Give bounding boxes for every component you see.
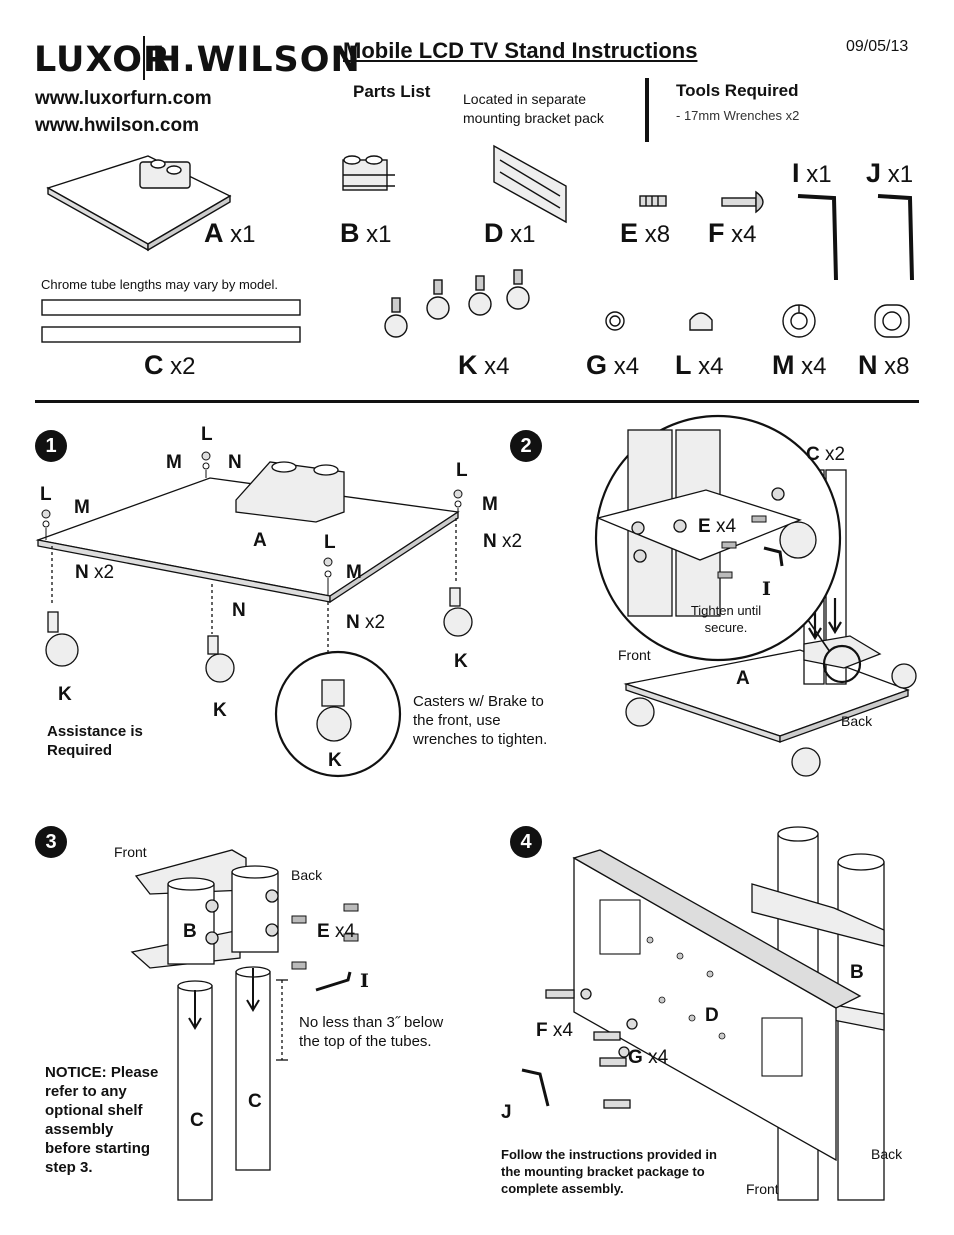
part-label-b: B x1	[340, 218, 392, 248]
step1-label-m-right: M	[482, 494, 498, 515]
step2-label-i: I	[762, 578, 771, 600]
part-l-cap-nut	[689, 312, 713, 331]
step-3-badge: 3	[35, 826, 67, 858]
tighten-note: Tighten until secure.	[690, 603, 762, 635]
bracket-pack-note: Located in separate mounting bracket pac…	[463, 91, 604, 126]
step2-label-e: E x4	[698, 516, 737, 538]
section-divider	[35, 400, 919, 403]
chrome-tube-note: Chrome tube lengths may vary by model.	[41, 277, 278, 292]
document-date: 09/05/13	[846, 38, 909, 55]
part-g-washer	[605, 311, 625, 331]
step4-label-f: F x4	[536, 1020, 573, 1041]
step3-front-label: Front	[114, 844, 147, 860]
part-k-casters	[384, 269, 530, 338]
step-2-badge: 2	[510, 430, 542, 462]
part-n-washer	[874, 304, 910, 338]
step1-label-m-top: M	[166, 452, 182, 473]
part-label-i: I x1	[792, 158, 832, 188]
part-label-g: G x4	[586, 350, 640, 380]
step4-label-d: D	[705, 1005, 719, 1026]
part-d-bracket	[493, 144, 567, 224]
step1-label-k-mid: K	[213, 700, 227, 721]
step3-label-c-left: C	[190, 1110, 204, 1131]
step3-label-i: I	[360, 970, 369, 992]
parts-list-heading: Parts List	[353, 82, 431, 101]
tools-item: - 17mm Wrenches x2	[676, 108, 800, 123]
part-c-tube-2	[41, 326, 301, 343]
step1-label-m-left: M	[74, 497, 90, 518]
step1-label-n-mid: N	[232, 600, 246, 621]
step1-label-l-top: L	[201, 424, 213, 445]
step1-label-l-right: L	[456, 460, 468, 481]
part-a-base-plate	[46, 155, 232, 252]
step1-label-m-front: M	[346, 562, 362, 583]
step3-back-label: Back	[291, 867, 323, 883]
step2-label-c: C x2	[806, 444, 846, 465]
url-hwilson[interactable]: www.hwilson.com	[35, 115, 199, 136]
below-top-note: No less than 3˝ below the top of the tub…	[299, 1014, 444, 1050]
step-4-badge: 4	[510, 826, 542, 858]
part-b-tube-mount	[342, 155, 395, 191]
step3-label-b: B	[183, 921, 197, 942]
part-label-d: D x1	[484, 218, 536, 248]
follow-instructions-note: Follow the instructions provided in the …	[501, 1147, 717, 1196]
part-label-l: L x4	[675, 350, 724, 380]
step2-label-a: A	[736, 668, 750, 689]
part-label-c: C x2	[144, 350, 196, 380]
part-label-n: N x8	[858, 350, 910, 380]
assistance-note: Assistance is Required	[47, 723, 143, 759]
part-j-allen-key	[877, 194, 914, 281]
step3-label-e: E x4	[317, 921, 356, 942]
step4-label-g: G x4	[628, 1047, 669, 1068]
step1-label-n-top: N	[228, 452, 242, 473]
tools-heading: Tools Required	[676, 81, 799, 100]
casters-note: Casters w/ Brake to the front, use wrenc…	[413, 693, 548, 748]
part-i-allen-key	[797, 194, 838, 281]
parts-illustrations	[41, 144, 914, 343]
step4-label-b: B	[850, 962, 864, 983]
part-label-k: K x4	[458, 350, 510, 380]
step1-label-k-left: K	[58, 684, 72, 705]
part-label-j: J x1	[866, 158, 914, 188]
step4-front-label: Front	[746, 1181, 779, 1197]
url-luxor[interactable]: www.luxorfurn.com	[35, 88, 212, 109]
part-label-e: E x8	[620, 218, 671, 248]
part-m-lock-washer	[782, 304, 816, 338]
tools-divider	[645, 78, 649, 142]
step1-label-n-right: N x2	[483, 531, 523, 552]
step1-label-n-front: N x2	[346, 612, 386, 633]
step1-label-l-front: L	[324, 532, 336, 553]
part-f-screw	[721, 190, 764, 214]
logo-luxor: LUXOR	[34, 40, 171, 80]
part-label-f: F x4	[708, 218, 757, 248]
logo-hwilson: H.WILSON	[152, 40, 361, 80]
part-label-a: A x1	[204, 218, 256, 248]
page-title: Mobile LCD TV Stand Instructions	[343, 38, 698, 63]
step-1-badge: 1	[35, 430, 67, 462]
step2-front-label: Front	[618, 647, 651, 663]
part-label-m: M x4	[772, 350, 827, 380]
step1-label-l-left: L	[40, 484, 52, 505]
step1-label-k-zoom: K	[328, 750, 342, 771]
step1-label-n-left: N x2	[75, 562, 115, 583]
part-c-tube-1	[41, 299, 301, 316]
step2-back-label: Back	[841, 713, 873, 729]
step1-label-k-right: K	[454, 651, 468, 672]
step4-back-label: Back	[871, 1146, 903, 1162]
logo-divider	[143, 36, 145, 80]
step3-label-c-right: C	[248, 1091, 262, 1112]
step1-label-a: A	[253, 530, 267, 551]
part-e-bolt	[639, 195, 667, 207]
notice-note: NOTICE: Please refer to any optional she…	[45, 1064, 159, 1176]
step4-label-j: J	[501, 1102, 512, 1123]
